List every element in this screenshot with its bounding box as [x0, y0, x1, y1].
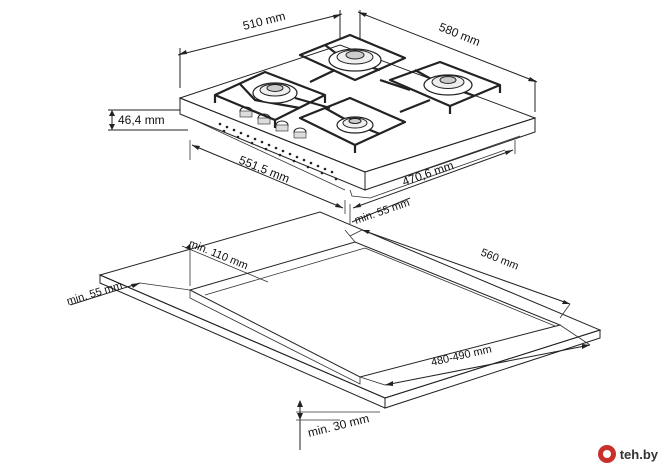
watermark: teh.by — [593, 443, 662, 465]
hob-depth-label: 580 mm — [437, 20, 482, 49]
control-knobs — [239, 106, 307, 139]
cutout-below-min-label: min. 30 mm — [306, 411, 370, 440]
cutout-front-min-label: min. 55 mm — [353, 197, 411, 227]
cutout-width-label: 480-490 mm — [430, 343, 493, 369]
watermark-text: teh.by — [619, 446, 658, 462]
gas-burners — [252, 48, 473, 134]
hob-inner-width-label: 551,5 mm — [237, 153, 292, 186]
hob-height-label: 46,4 mm — [118, 113, 165, 127]
hob-dimension-lines — [108, 10, 538, 214]
worktop-illustration: min. 55 mm min. 110 mm min. 55 mm 560 mm… — [65, 197, 602, 450]
cutout-back-min-label: min. 110 mm — [187, 238, 250, 273]
cutout-dimension-lines — [69, 197, 591, 450]
ventilation-holes — [218, 122, 338, 181]
hob-inner-depth-label: 470,6 mm — [400, 158, 455, 189]
cutout-side-min-label: min. 55 mm — [65, 280, 123, 308]
cutout-depth-label: 560 mm — [479, 247, 520, 273]
hob-illustration: 510 mm 580 mm 46,4 mm 551,5 mm 470,6 mm — [108, 9, 538, 214]
teh-by-logo-icon — [597, 445, 616, 463]
